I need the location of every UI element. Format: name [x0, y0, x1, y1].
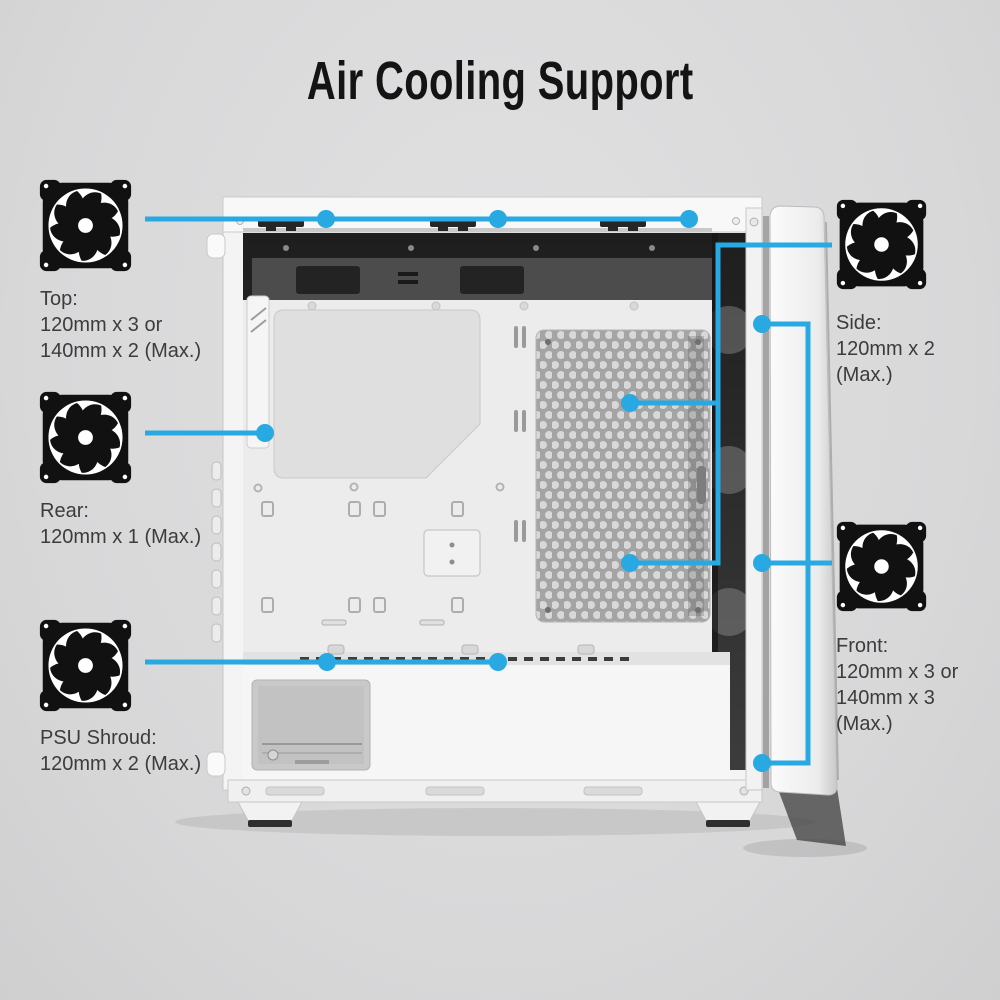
removed-side-panel [763, 205, 846, 846]
rear-fan-bracket [246, 295, 270, 449]
side-fan-dot-1 [621, 394, 639, 412]
front-fan-dot-2 [753, 554, 771, 572]
front-fan-dot-3 [753, 754, 771, 772]
case-body [206, 196, 763, 827]
psu-fan-dot-1 [318, 653, 336, 671]
pci-slot-covers [211, 461, 222, 643]
psu-label-line: 120mm x 2 (Max.) [40, 753, 202, 775]
psu-shroud [243, 644, 730, 782]
front-label: Front: 120mm x 3 or 140mm x 3 (Max.) [836, 633, 958, 737]
front-connector-line [762, 321, 811, 766]
top-label: Top: 120mm x 3 or 140mm x 2 (Max.) [40, 286, 201, 364]
fan-position-dots [256, 210, 771, 772]
side-fan-dot-2 [621, 554, 639, 572]
case-shadow [175, 808, 815, 836]
rear-label: Rear: 120mm x 1 (Max.) [40, 498, 201, 550]
page-title: Air Cooling Support [306, 51, 694, 111]
front-fan-icon [837, 522, 926, 611]
top-fan-dot-1 [317, 210, 335, 228]
rear-label-title: Rear: [40, 500, 89, 522]
front-label-title: Front: [836, 635, 889, 657]
top-fan-dot-3 [680, 210, 698, 228]
rear-fan-dot-1 [256, 424, 274, 442]
side-mesh-panel [535, 329, 711, 623]
top-label-line: 120mm x 3 or [40, 314, 163, 336]
rear-label-line: 120mm x 1 (Max.) [40, 526, 202, 548]
psu-label-title: PSU Shroud: [40, 727, 157, 749]
psu-shroud-label: PSU Shroud: 120mm x 2 (Max.) [40, 725, 201, 777]
top-fan-dot-2 [489, 210, 507, 228]
cpu-cutout [273, 309, 481, 479]
front-fan-dot-1 [753, 315, 771, 333]
side-label-line: (Max.) [836, 364, 893, 386]
top-label-title: Top: [40, 288, 78, 310]
top-fan-icon [40, 180, 131, 271]
front-label-line: (Max.) [836, 713, 893, 735]
panel-shadow [743, 839, 867, 857]
side-label-line: 120mm x 2 [836, 338, 935, 360]
side-label-title: Side: [836, 312, 882, 334]
side-fan-icon [837, 200, 926, 289]
case-feet [237, 801, 761, 827]
rear-fan-icon [40, 392, 131, 483]
front-label-line: 140mm x 3 [836, 687, 935, 709]
psu-fan-dot-2 [489, 653, 507, 671]
front-label-line: 120mm x 3 or [836, 661, 959, 683]
top-fan-clips [258, 220, 646, 231]
side-label: Side: 120mm x 2 (Max.) [836, 310, 935, 388]
top-label-line: 140mm x 2 (Max.) [40, 340, 202, 362]
psu-fan-icon [40, 620, 131, 711]
